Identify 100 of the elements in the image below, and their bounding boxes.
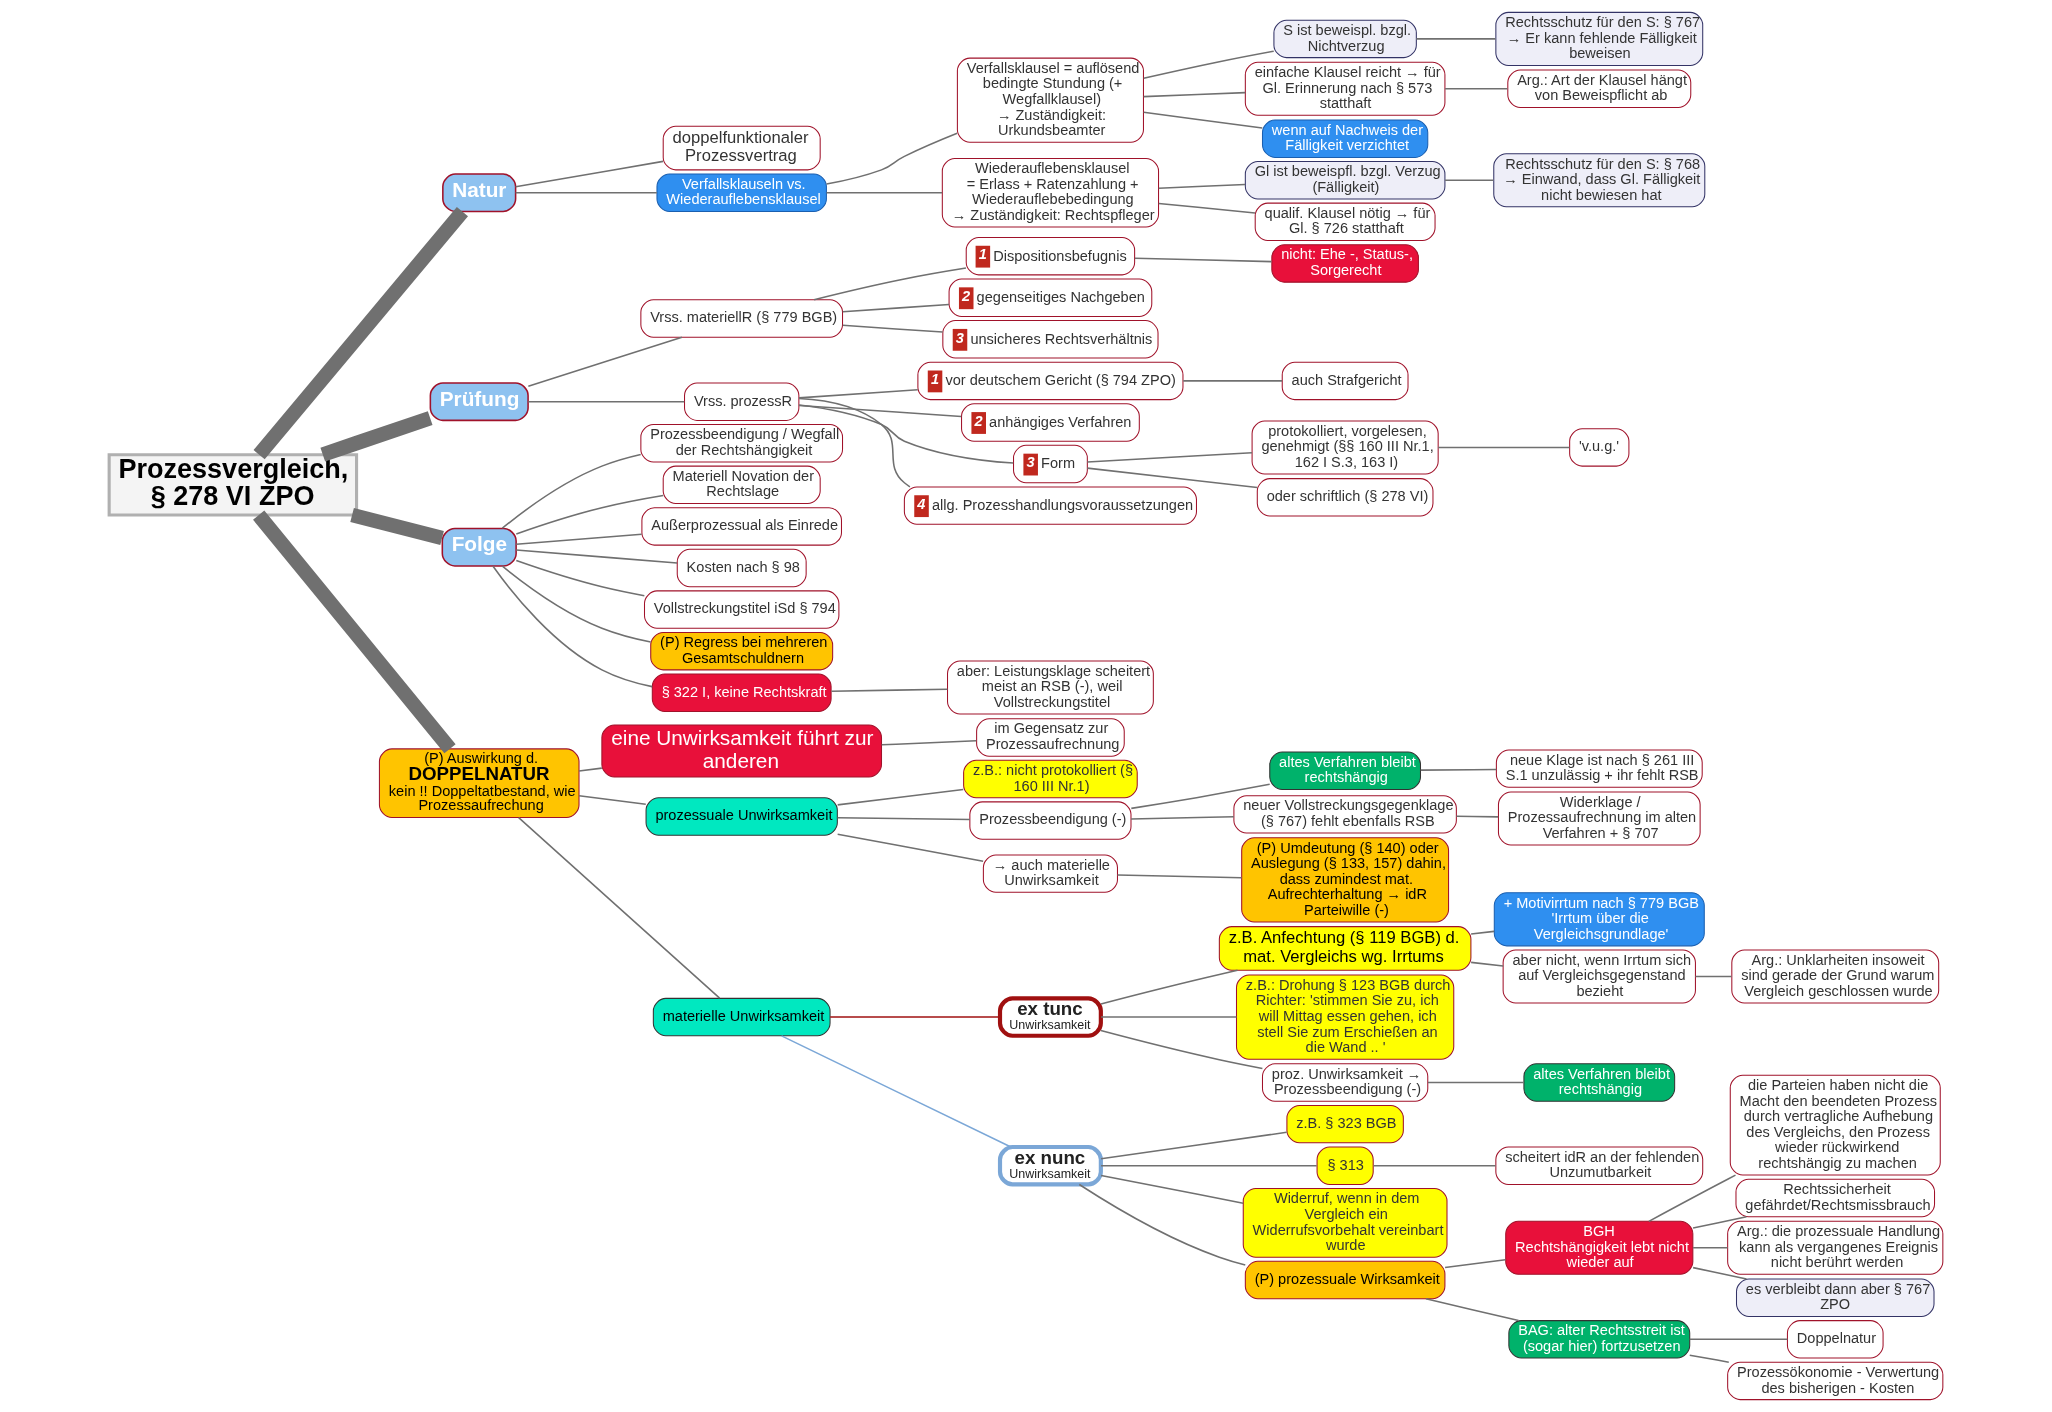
connector: [320, 411, 433, 462]
connector: [830, 688, 949, 692]
node-box: + Motivirrtum nach § 779 BGB 'Irrtum über die Vergleichsgrundlage': [1493, 892, 1705, 947]
connector: [515, 549, 678, 564]
node-box: 3 Form: [1013, 444, 1088, 484]
connector: [829, 1016, 1001, 1018]
node-box: prozessuale Unwirksamkeit: [645, 797, 838, 836]
node-box: doppelfunktionaler Prozessvertrag: [662, 125, 821, 171]
node-box: 2 gegenseitiges Nachgeben: [948, 278, 1153, 317]
connector: [1142, 50, 1275, 80]
connector: [1142, 111, 1264, 129]
connector: [1100, 1029, 1264, 1070]
connector: [514, 160, 664, 188]
connector: [1100, 1131, 1288, 1160]
node-box: BAG: alter Rechtsstreit ist (sogar hier) fortzusetzen: [1508, 1320, 1691, 1359]
node-box: Arg.: Unklarheiten insoweit sind gerade der Grund warum Vergleich geschlossen wurde: [1731, 949, 1940, 1004]
node-box: Doppelnatur: [1786, 1320, 1884, 1359]
node-box: oder schriftlich (§ 278 VI): [1256, 478, 1434, 517]
connector: [1142, 91, 1247, 98]
connector: [1086, 467, 1259, 489]
connector: [1134, 257, 1273, 263]
connector: [1372, 1164, 1497, 1167]
connector: [253, 206, 468, 460]
connector: [1158, 183, 1246, 189]
node-box: § 313: [1316, 1146, 1374, 1185]
node-box: es verbleibt dann aber § 767 ZPO: [1736, 1278, 1935, 1317]
connector: [578, 767, 603, 772]
connector: [1692, 1266, 1748, 1280]
node-box: proz. Unwirksamkeit → Prozessbeendigung (-): [1261, 1063, 1429, 1102]
node-box: Wiederauflebensklausel = Erlass + Ratenzahlung + Wiederauflebebedingung → Zuständigkeit: Rechtspfleger: [941, 157, 1160, 228]
connector: [501, 453, 642, 529]
connector: [1470, 961, 1504, 967]
node-box: 1 Dispositionsbefugnis: [965, 236, 1136, 276]
connector: [1420, 768, 1498, 771]
node-box: Rechtsschutz für den S: § 768 → Einwand, dass Gl. Fälligkeit nicht bewiesen hat: [1493, 153, 1706, 208]
connector: [841, 303, 950, 313]
connector: [1692, 1215, 1748, 1229]
node-box: Kosten nach § 98: [676, 548, 807, 588]
connector: [841, 324, 944, 333]
node-box: ex nunc Unwirksamkeit: [997, 1144, 1103, 1187]
node-box: Außerprozessual als Einrede: [641, 507, 842, 546]
connector: [836, 833, 984, 863]
connector: [515, 494, 664, 535]
connector: [1415, 38, 1497, 40]
connector: [1694, 975, 1733, 978]
connector: [1130, 783, 1271, 810]
node-box: Widerklage / Prozessaufrechnung im alten Verfahren + § 707: [1497, 791, 1701, 846]
node-box: Rechtssicherheit gefährdet/Rechtsmissbrauch: [1735, 1178, 1936, 1218]
connector: [514, 191, 658, 194]
node-box: Widerruf, wenn in dem Vergleich ein Widerrufsvorbehalt vereinbart wurde: [1242, 1188, 1448, 1258]
connector: [780, 1035, 1012, 1148]
connector: [825, 132, 958, 185]
connector: [1455, 815, 1499, 818]
node-box: Prozessbeendigung / Wegfall der Rechtshängigkeit: [640, 424, 844, 463]
node-box: protokolliert, vorgelesen, genehmigt (§§ 160 III Nr.1, 162 I S.3, 163 I): [1251, 420, 1439, 475]
node-box: neuer Vollstreckungsgegenklage (§ 767) fehlt ebenfalls RSB: [1233, 795, 1457, 834]
connector: [825, 191, 943, 194]
connector: [1692, 1247, 1729, 1249]
connector: [1427, 1081, 1525, 1084]
connector: [253, 510, 456, 754]
node-box: Vrss. prozessR: [684, 382, 800, 421]
node-box: 4 allg. Prozesshandlungsvoraussetzungen: [903, 486, 1197, 525]
node-box: ex tunc Unwirksamkeit: [997, 996, 1103, 1038]
node-box: z.B.: Drohung § 123 BGB durch Richter: 'stimmen Sie zu, ich will Mittag essen gehen, ich stell Sie zum Erschießen an die Wand .. ': [1236, 974, 1455, 1060]
node-box: scheitert idR an der fehlenden Unzumutbarkeit: [1495, 1146, 1704, 1185]
connector: [1437, 446, 1571, 449]
connector: [1116, 874, 1243, 879]
connector: [1158, 202, 1256, 214]
node-box: Natur: [442, 173, 517, 213]
node-box: Rechtsschutz für den S: § 767 → Er kann fehlende Fälligkeit beweisen: [1495, 11, 1704, 66]
connector: [813, 267, 967, 301]
connector: [527, 400, 686, 403]
node-box: Arg.: Art der Klausel hängt von Beweispflicht ab: [1507, 69, 1692, 109]
connector: [798, 404, 1015, 464]
node-box: Prüfung: [429, 382, 529, 422]
node-box: Verfallsklausel = auflösend bedingte Stundung (+ Wegfallklausel) → Zuständigkeit: Urkundsbeamter: [956, 57, 1144, 143]
connector: [1444, 1258, 1507, 1269]
connector: [1688, 1338, 1789, 1341]
connector: [1648, 1174, 1737, 1223]
connector: [1078, 1183, 1247, 1266]
node-box: Vollstreckungstitel iSd § 794: [644, 590, 840, 629]
node-box: z.B. § 323 BGB: [1286, 1104, 1404, 1144]
node-box: (P) prozessuale Wirksamkeit: [1244, 1260, 1446, 1300]
connector: [1470, 930, 1495, 935]
node-box: auch Strafgericht: [1281, 361, 1409, 401]
node-box: 2 anhängiges Verfahren: [961, 403, 1140, 442]
node-box: im Gegensatz zur Prozessaufrechnung: [976, 718, 1125, 757]
node-box: Prozessbeendigung (-): [969, 801, 1132, 840]
connector: [1444, 88, 1509, 90]
node-box: Folge: [441, 527, 517, 567]
node-box: (P) Auswirkung d. DOPPELNATUR kein !! Doppeltatbestand, wie Prozessaufrechung: [378, 748, 580, 818]
node-box: nicht: Ehe -, Status-, Sorgerecht: [1271, 244, 1419, 283]
connector: [1086, 451, 1253, 463]
node-box: Prozessökonomie - Verwertung des bisherigen - Kosten: [1727, 1361, 1944, 1401]
node-box: altes Verfahren bleibt rechtshängig: [1269, 751, 1421, 790]
connector: [1425, 1298, 1520, 1322]
connector: [836, 816, 971, 821]
connector: [515, 559, 646, 597]
node-box: 1 vor deutschem Gericht (§ 794 ZPO): [917, 361, 1184, 401]
node-box: z.B.: nicht protokolliert (§ 160 III Nr.1): [963, 759, 1138, 799]
